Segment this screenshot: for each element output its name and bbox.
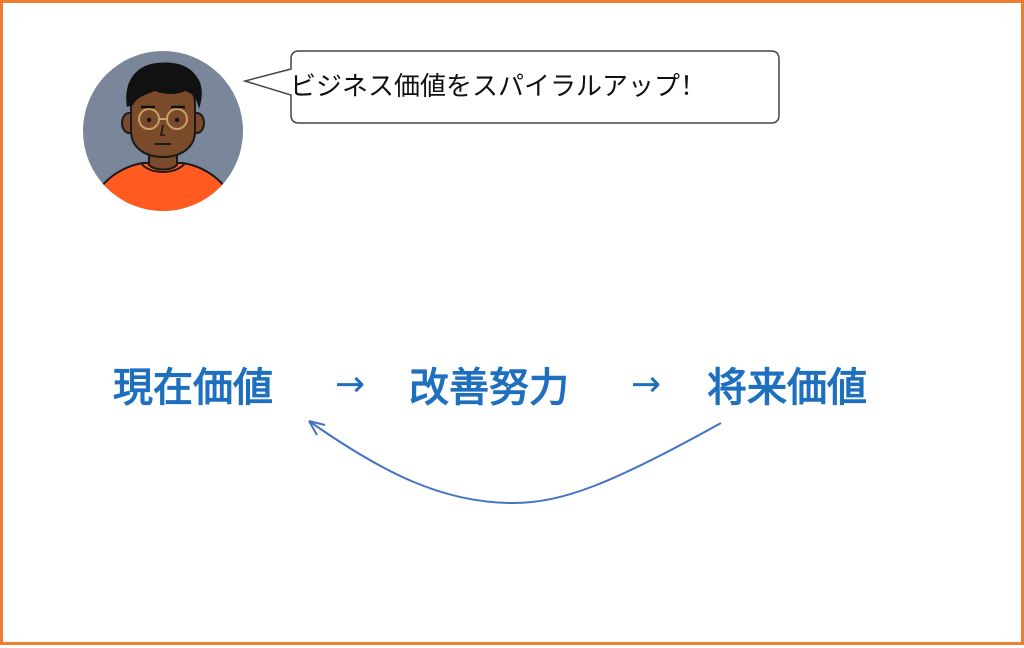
term-improvement: 改善努力 (409, 365, 569, 411)
speech-bubble (242, 50, 780, 124)
right-arrow-icon-2: → (631, 364, 662, 405)
person-avatar-icon (83, 51, 243, 211)
curve-arrowhead-icon (308, 420, 326, 436)
term-future-value: 将来価値 (707, 365, 867, 411)
speech-text: ビジネス価値をスパイラルアップ！ (290, 72, 707, 102)
curve-line (308, 420, 722, 505)
term-current-value: 現在価値 (113, 365, 273, 411)
right-arrow-icon: → (335, 364, 366, 405)
